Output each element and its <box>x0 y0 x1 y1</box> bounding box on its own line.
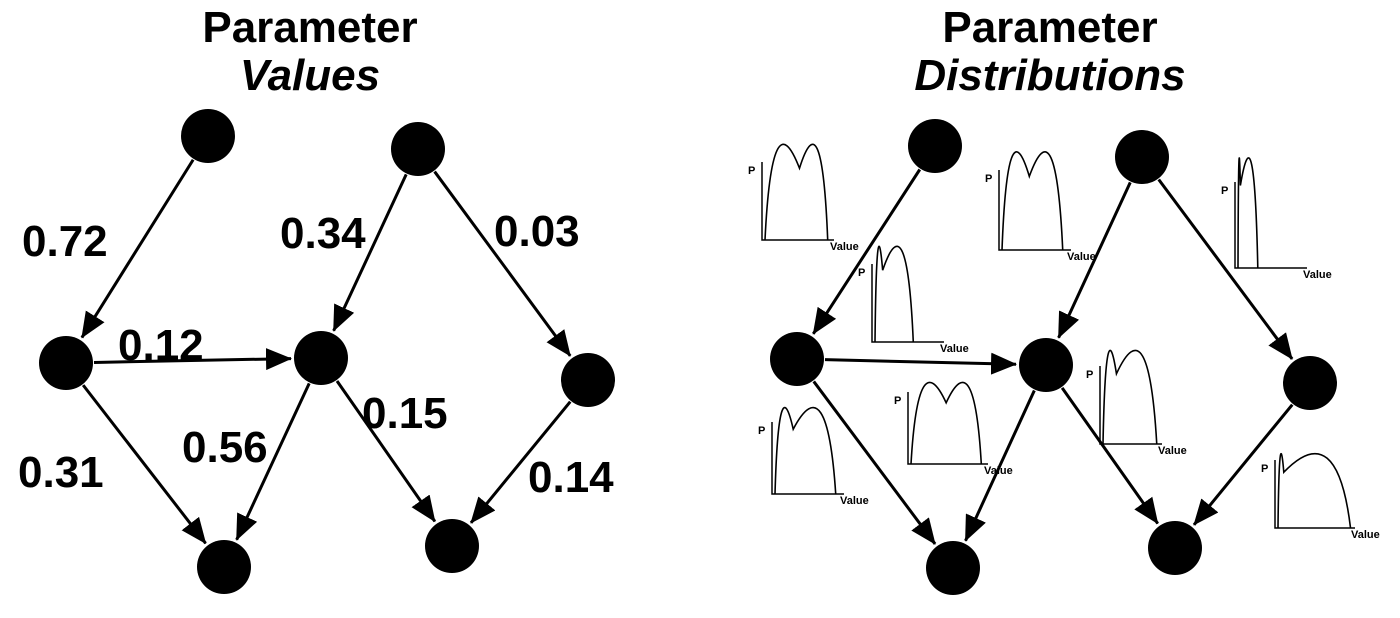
distribution-value-label: Value <box>940 343 969 355</box>
right-node-g <box>1148 521 1202 575</box>
right-node-f <box>926 541 980 595</box>
distribution-axes <box>998 170 1071 251</box>
distribution-curve <box>910 381 983 465</box>
distribution-value-label: Value <box>830 241 859 253</box>
left-node-b <box>391 122 445 176</box>
distribution-axes <box>771 422 844 495</box>
left-node-e <box>561 353 615 407</box>
distribution-plot-8: P Value <box>1261 452 1380 541</box>
left-node-c <box>39 336 93 390</box>
left-edges <box>80 158 572 545</box>
left-node-g <box>425 519 479 573</box>
right-edge-a-c <box>812 168 922 335</box>
left-weight-labels: 0.72 0.12 0.31 0.34 0.56 0.15 0.03 0.14 <box>18 207 614 502</box>
left-edge-b-e <box>433 170 572 357</box>
distribution-axes <box>1234 182 1307 269</box>
left-title-line2: Values <box>239 51 381 100</box>
right-node-e <box>1283 356 1337 410</box>
distribution-plot-2: P Value <box>985 151 1096 263</box>
distribution-curve <box>764 143 829 241</box>
right-edge-d-g <box>1060 387 1159 525</box>
left-node-d <box>294 331 348 385</box>
right-edge-c-f <box>812 380 937 545</box>
distribution-axes <box>907 392 988 465</box>
distribution-plot-4: P Value <box>1221 157 1332 281</box>
distribution-value-label: Value <box>840 495 869 507</box>
left-edge-c-d <box>93 348 293 371</box>
left-node-a <box>181 109 235 163</box>
left-panel-title: Parameter Values <box>150 6 470 98</box>
distribution-p-label: P <box>985 173 992 185</box>
weight-label-d-f: 0.56 <box>182 423 268 472</box>
distribution-p-label: P <box>858 267 865 279</box>
distribution-curve <box>874 245 915 343</box>
weight-label-c-d: 0.12 <box>118 321 204 370</box>
distribution-plot-7: P Value <box>1086 349 1187 457</box>
weight-label-a-c: 0.72 <box>22 217 108 266</box>
right-edge-e-g <box>1192 403 1294 526</box>
distribution-p-label: P <box>1086 369 1093 381</box>
left-node-f <box>197 540 251 594</box>
right-nodes <box>770 119 1337 595</box>
right-edge-b-d <box>1057 181 1132 339</box>
right-edge-c-d <box>824 352 1018 375</box>
weight-label-d-g: 0.15 <box>362 389 448 438</box>
weight-label-b-d: 0.34 <box>280 209 366 258</box>
right-node-c <box>770 332 824 386</box>
distribution-value-label: Value <box>1303 269 1332 281</box>
distribution-p-label: P <box>758 425 765 437</box>
left-edge-c-f <box>81 384 207 545</box>
distribution-p-label: P <box>748 165 755 177</box>
left-edge-a-c <box>80 158 195 339</box>
distribution-plot-6: P Value <box>894 381 1013 477</box>
distribution-curve <box>1001 151 1064 251</box>
left-title-line1: Parameter <box>202 3 418 52</box>
distribution-axes <box>1099 366 1162 445</box>
weight-label-b-e: 0.03 <box>494 207 580 256</box>
distribution-value-label: Value <box>984 465 1013 477</box>
distribution-p-label: P <box>1221 185 1228 197</box>
left-edge-e-g <box>469 400 572 524</box>
right-node-a <box>908 119 962 173</box>
weight-label-c-f: 0.31 <box>18 448 104 497</box>
distribution-p-label: P <box>894 395 901 407</box>
right-title-line1: Parameter <box>942 3 1158 52</box>
right-panel-title: Parameter Distributions <box>870 6 1230 98</box>
left-nodes <box>39 109 615 594</box>
right-edge-b-e <box>1157 178 1294 360</box>
distribution-curve <box>1277 452 1352 529</box>
left-edge-b-d <box>332 173 408 332</box>
distribution-value-label: Value <box>1158 445 1187 457</box>
distribution-axes <box>871 264 944 343</box>
right-title-line2: Distributions <box>914 51 1186 100</box>
distribution-curve <box>1237 157 1259 269</box>
right-edges <box>812 168 1294 545</box>
right-node-b <box>1115 130 1169 184</box>
distribution-plots: PValuePValuePValuePValuePValuePValuePVal… <box>748 143 1380 541</box>
distribution-plot-3: P Value <box>858 245 969 355</box>
distribution-curve <box>774 406 837 495</box>
right-edge-d-f <box>964 389 1036 542</box>
right-node-d <box>1019 338 1073 392</box>
distribution-plot-5: P Value <box>758 406 869 507</box>
distribution-value-label: Value <box>1067 251 1096 263</box>
distribution-axes <box>761 162 834 241</box>
distribution-curve <box>1102 349 1158 445</box>
left-edge-d-g <box>335 380 437 523</box>
distribution-plot-1: P Value <box>748 143 859 253</box>
weight-label-e-g: 0.14 <box>528 453 614 502</box>
distribution-axes <box>1274 460 1355 529</box>
left-edge-d-f <box>235 382 311 541</box>
distribution-p-label: P <box>1261 463 1268 475</box>
distribution-value-label: Value <box>1351 529 1380 541</box>
